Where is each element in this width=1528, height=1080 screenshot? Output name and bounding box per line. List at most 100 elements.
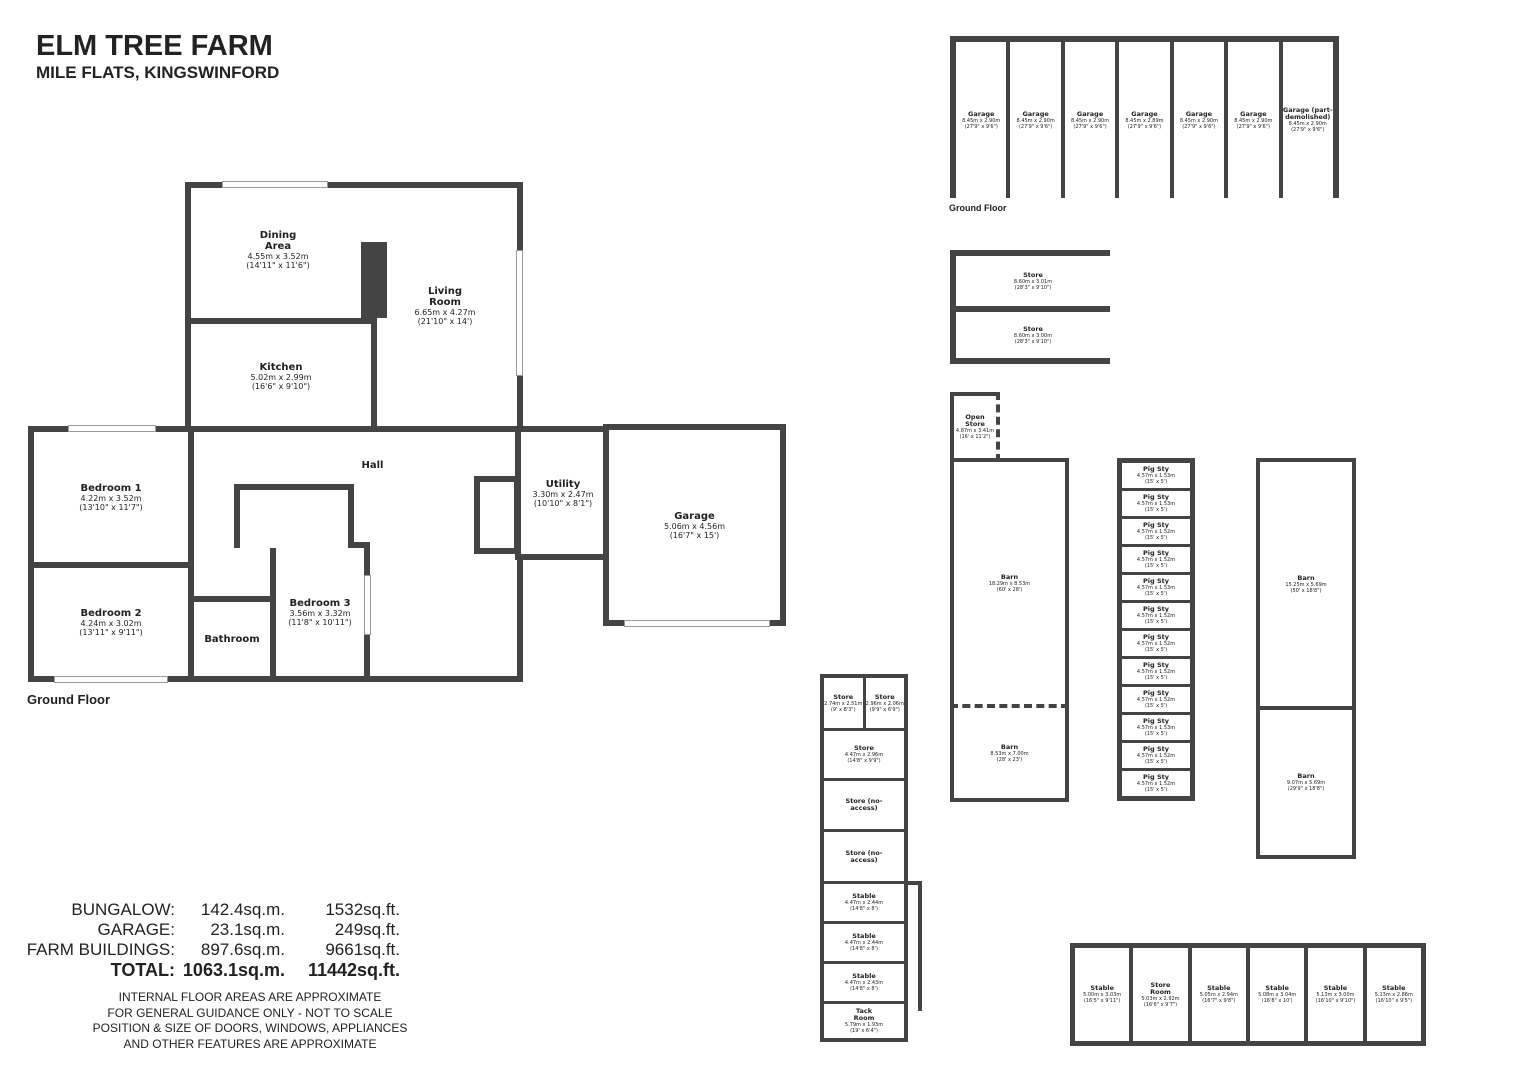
area-row-total: TOTAL:1063.1sq.m.11442sq.ft. bbox=[20, 960, 400, 980]
room-dims-m: 8.60m x 3.00m bbox=[1013, 332, 1053, 339]
room-dims-ft: (9' x 8'3") bbox=[830, 706, 856, 713]
floor-label: Ground Floor bbox=[949, 203, 1007, 213]
room-dims-ft: (60' x 28') bbox=[996, 586, 1023, 593]
room-dims-m: 3.30m x 2.47m bbox=[532, 489, 594, 499]
room-name: Store bbox=[874, 692, 895, 701]
floor-label: Ground Floor bbox=[27, 692, 111, 707]
room-name: Stable bbox=[1265, 984, 1289, 992]
wall bbox=[918, 881, 922, 1011]
wall bbox=[906, 881, 922, 885]
room-name: Stable bbox=[1323, 984, 1348, 992]
pig-sty-name: Pig Sty bbox=[1143, 689, 1169, 697]
store-no-access: Store (no-access) bbox=[824, 781, 904, 832]
pig-sty-dims-ft: (15' x 5') bbox=[1144, 591, 1168, 597]
bay-dims-m: 8.45m x 2.90m bbox=[1016, 117, 1055, 124]
room-dims-m: 18.29m x 8.53m bbox=[988, 580, 1031, 587]
room-dims-ft: (14'8" x 8') bbox=[850, 986, 878, 992]
room-dims-ft: (16'6" x 9'7") bbox=[1143, 1001, 1178, 1008]
room-name: Store bbox=[833, 692, 854, 701]
room-dims-m: 2.74m x 2.51m bbox=[824, 700, 863, 707]
area-sqft: 1532sq.ft. bbox=[325, 900, 400, 919]
area-label: GARAGE: bbox=[97, 920, 175, 939]
bay-name: Garage bbox=[968, 109, 995, 118]
bay-dims-m: 8.45m x 2.89m bbox=[1125, 117, 1164, 124]
bay-name: Garage bbox=[1240, 109, 1267, 118]
room-dims-m: 5.05m x 2.94m bbox=[1199, 992, 1238, 998]
pig-sty-dims-m: 4.57m x 1.53m bbox=[1136, 501, 1176, 507]
pig-sty-dims-ft: (15' x 5') bbox=[1144, 759, 1168, 765]
room-bathroom: Bathroom bbox=[188, 596, 276, 682]
pig-sty-name: Pig Sty bbox=[1143, 577, 1169, 585]
pig-sty-dims-ft: (15' x 5') bbox=[1144, 703, 1168, 709]
area-sqm: 142.4sq.m. bbox=[200, 900, 285, 919]
pig-sty-name: Pig Sty bbox=[1143, 521, 1169, 529]
room-name: Barn bbox=[1000, 572, 1019, 581]
bay-dims-m: 8.45m x 2.90m bbox=[1179, 117, 1218, 124]
garage-bay: Garage (part-demolished)8.45m x 2.90m(27… bbox=[1282, 42, 1333, 198]
pig-sty-dims-m: 4.57m x 1.52m bbox=[1136, 781, 1176, 787]
room-hall-label: Hall bbox=[350, 460, 395, 471]
pig-sty-dims-ft: (15' x 5') bbox=[1144, 619, 1168, 625]
room-utility: Utility 3.30m x 2.47m (10'10" x 8'1") bbox=[515, 426, 611, 560]
room-dims-ft: (16'8" x 10') bbox=[1261, 998, 1293, 1004]
area-sqft: 9661sq.ft. bbox=[325, 940, 400, 959]
room-dims-m: 8.53m x 7.00m bbox=[990, 750, 1029, 757]
room-name: Stable bbox=[1382, 984, 1406, 992]
store-no-access: Store (no-access) bbox=[824, 832, 904, 884]
room-name: Stable bbox=[852, 972, 876, 980]
area-summary: BUNGALOW:142.4sq.m.1532sq.ft. GARAGE:23.… bbox=[20, 900, 400, 980]
room-dims-m: 5.02m x 2.99m bbox=[250, 372, 312, 382]
room-dims-ft: (16'5" x 9'11") bbox=[1083, 998, 1121, 1004]
room-name: Stable bbox=[852, 932, 876, 940]
bay-name: Garage (part-demolished) bbox=[1282, 106, 1333, 121]
room-name: Barn bbox=[1297, 772, 1315, 780]
pig-sty-dims-ft: (15' x 5') bbox=[1144, 563, 1168, 569]
room-dims-ft: (16'7" x 9'8") bbox=[1202, 998, 1236, 1004]
room-dims-ft: (16'10" x 9'5") bbox=[1375, 998, 1413, 1004]
chimney bbox=[361, 242, 387, 318]
bay-dims-m: 8.45m x 2.90m bbox=[1070, 117, 1110, 124]
room-dims-ft: (13'10" x 11'7") bbox=[79, 502, 143, 512]
room-dims-ft: (13'11" x 9'11") bbox=[79, 627, 143, 637]
pig-sty-name: Pig Sty bbox=[1143, 605, 1169, 613]
pig-sty-name: Pig Sty bbox=[1143, 661, 1169, 669]
room-dims-m: 6.65m x 4.27m bbox=[414, 308, 476, 317]
window bbox=[364, 575, 371, 635]
room-dims-m: 4.47m x 2.44m bbox=[844, 940, 884, 946]
room-name: Garage bbox=[674, 510, 715, 522]
room-cupboards bbox=[234, 484, 354, 548]
room-dims-m: 4.47m x 2.43m bbox=[844, 980, 884, 986]
property-title: ELM TREE FARM bbox=[36, 30, 273, 62]
pig-sty-dims-ft: (15' x 5') bbox=[1144, 535, 1168, 541]
note-line: POSITION & SIZE OF DOORS, WINDOWS, APPLI… bbox=[92, 1021, 408, 1035]
bay-dims-m: 8.45m x 2.90m bbox=[1234, 117, 1273, 124]
room-name: Stable bbox=[1090, 984, 1114, 992]
area-sqm: 23.1sq.m. bbox=[210, 920, 285, 939]
area-sqm: 1063.1sq.m. bbox=[182, 960, 285, 980]
pig-sty-dims-m: 4.57m x 1.53m bbox=[1136, 585, 1176, 591]
room-name: Store (no-access) bbox=[845, 848, 883, 864]
room-name: Store bbox=[1023, 324, 1043, 333]
pig-sty-dims-m: 4.57m x 1.52m bbox=[1136, 641, 1176, 647]
room-dims-ft: (14'8" x 9'9") bbox=[847, 758, 881, 764]
room-name: Barn bbox=[1000, 742, 1019, 751]
disclaimer: INTERNAL FLOOR AREAS ARE APPROXIMATE FOR… bbox=[80, 990, 420, 1052]
room-dims-m: 5.00m x 3.03m bbox=[1083, 992, 1122, 998]
window bbox=[68, 425, 156, 432]
pig-sty-dims-ft: (15' x 5') bbox=[1144, 787, 1168, 793]
bay-name: Garage bbox=[1076, 109, 1104, 118]
